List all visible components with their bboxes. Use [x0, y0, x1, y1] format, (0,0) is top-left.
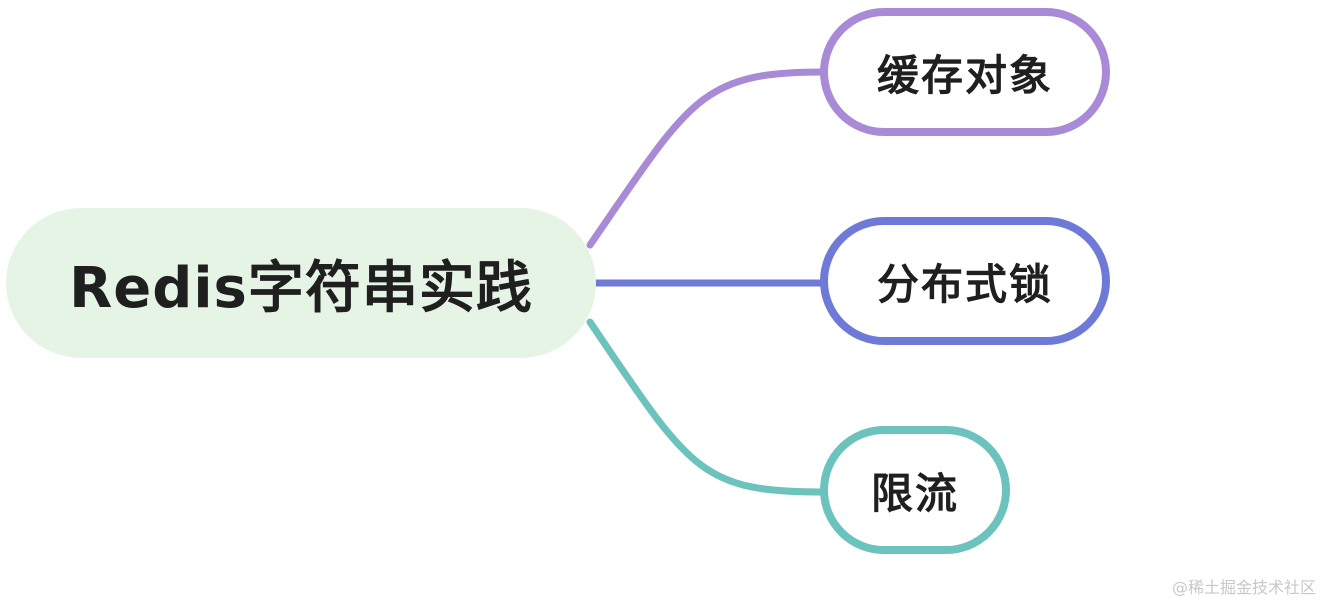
child-node-label: 限流 [870, 468, 959, 518]
child-node-label: 缓存对象 [876, 50, 1053, 100]
child-node-label: 分布式锁 [876, 259, 1053, 309]
watermark-text: @稀土掘金技术社区 [1171, 578, 1316, 597]
root-node-label: Redis字符串实践 [69, 255, 533, 321]
connector-cache [586, 68, 826, 249]
connector-limit [586, 318, 826, 496]
root-node: Redis字符串实践 [6, 208, 596, 358]
child-node-lock: 分布式锁 [820, 217, 1110, 345]
child-node-cache: 缓存对象 [820, 8, 1110, 136]
child-node-limit: 限流 [820, 426, 1010, 554]
